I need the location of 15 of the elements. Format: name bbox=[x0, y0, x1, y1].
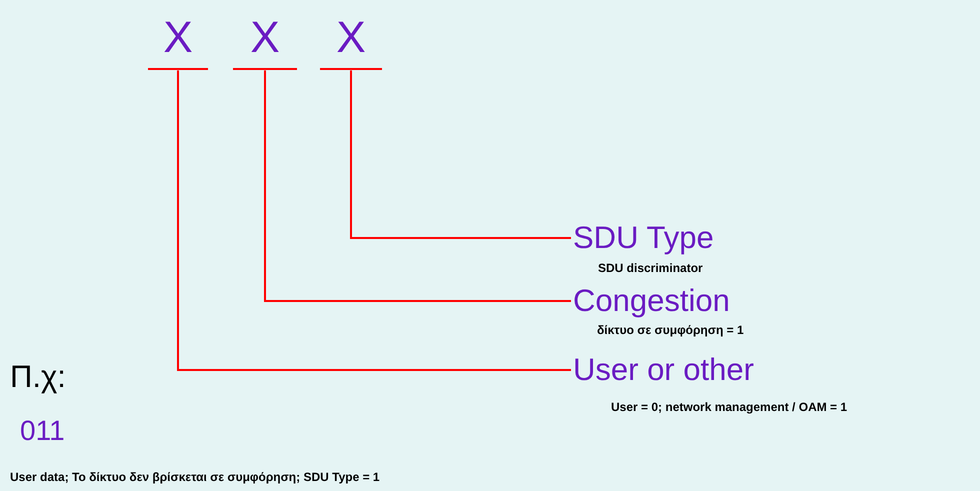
field-name: SDU Type bbox=[573, 221, 714, 256]
fill-in-line: X bbox=[233, 14, 297, 70]
field-description: User = 0; network management / OAM = 1 bbox=[611, 401, 848, 414]
field-name: Congestion bbox=[573, 284, 730, 318]
fill-in-line: X bbox=[148, 14, 208, 70]
leader-line bbox=[177, 70, 571, 372]
example-heading: Π.χ: bbox=[10, 360, 66, 394]
leader-line bbox=[264, 70, 571, 302]
leader-line bbox=[350, 70, 571, 240]
example-value: 011 bbox=[20, 416, 65, 447]
fill-in-line: X bbox=[320, 14, 382, 70]
field-description: δίκτυο σε συμφόρηση = 1 bbox=[597, 324, 744, 338]
field-description: SDU discriminator bbox=[598, 262, 703, 276]
example-description: User data; Το δίκτυο δεν βρίσκεται σε συμφόρηση; SDU Type = 1 bbox=[10, 471, 380, 484]
field-name: User or other bbox=[573, 353, 754, 388]
